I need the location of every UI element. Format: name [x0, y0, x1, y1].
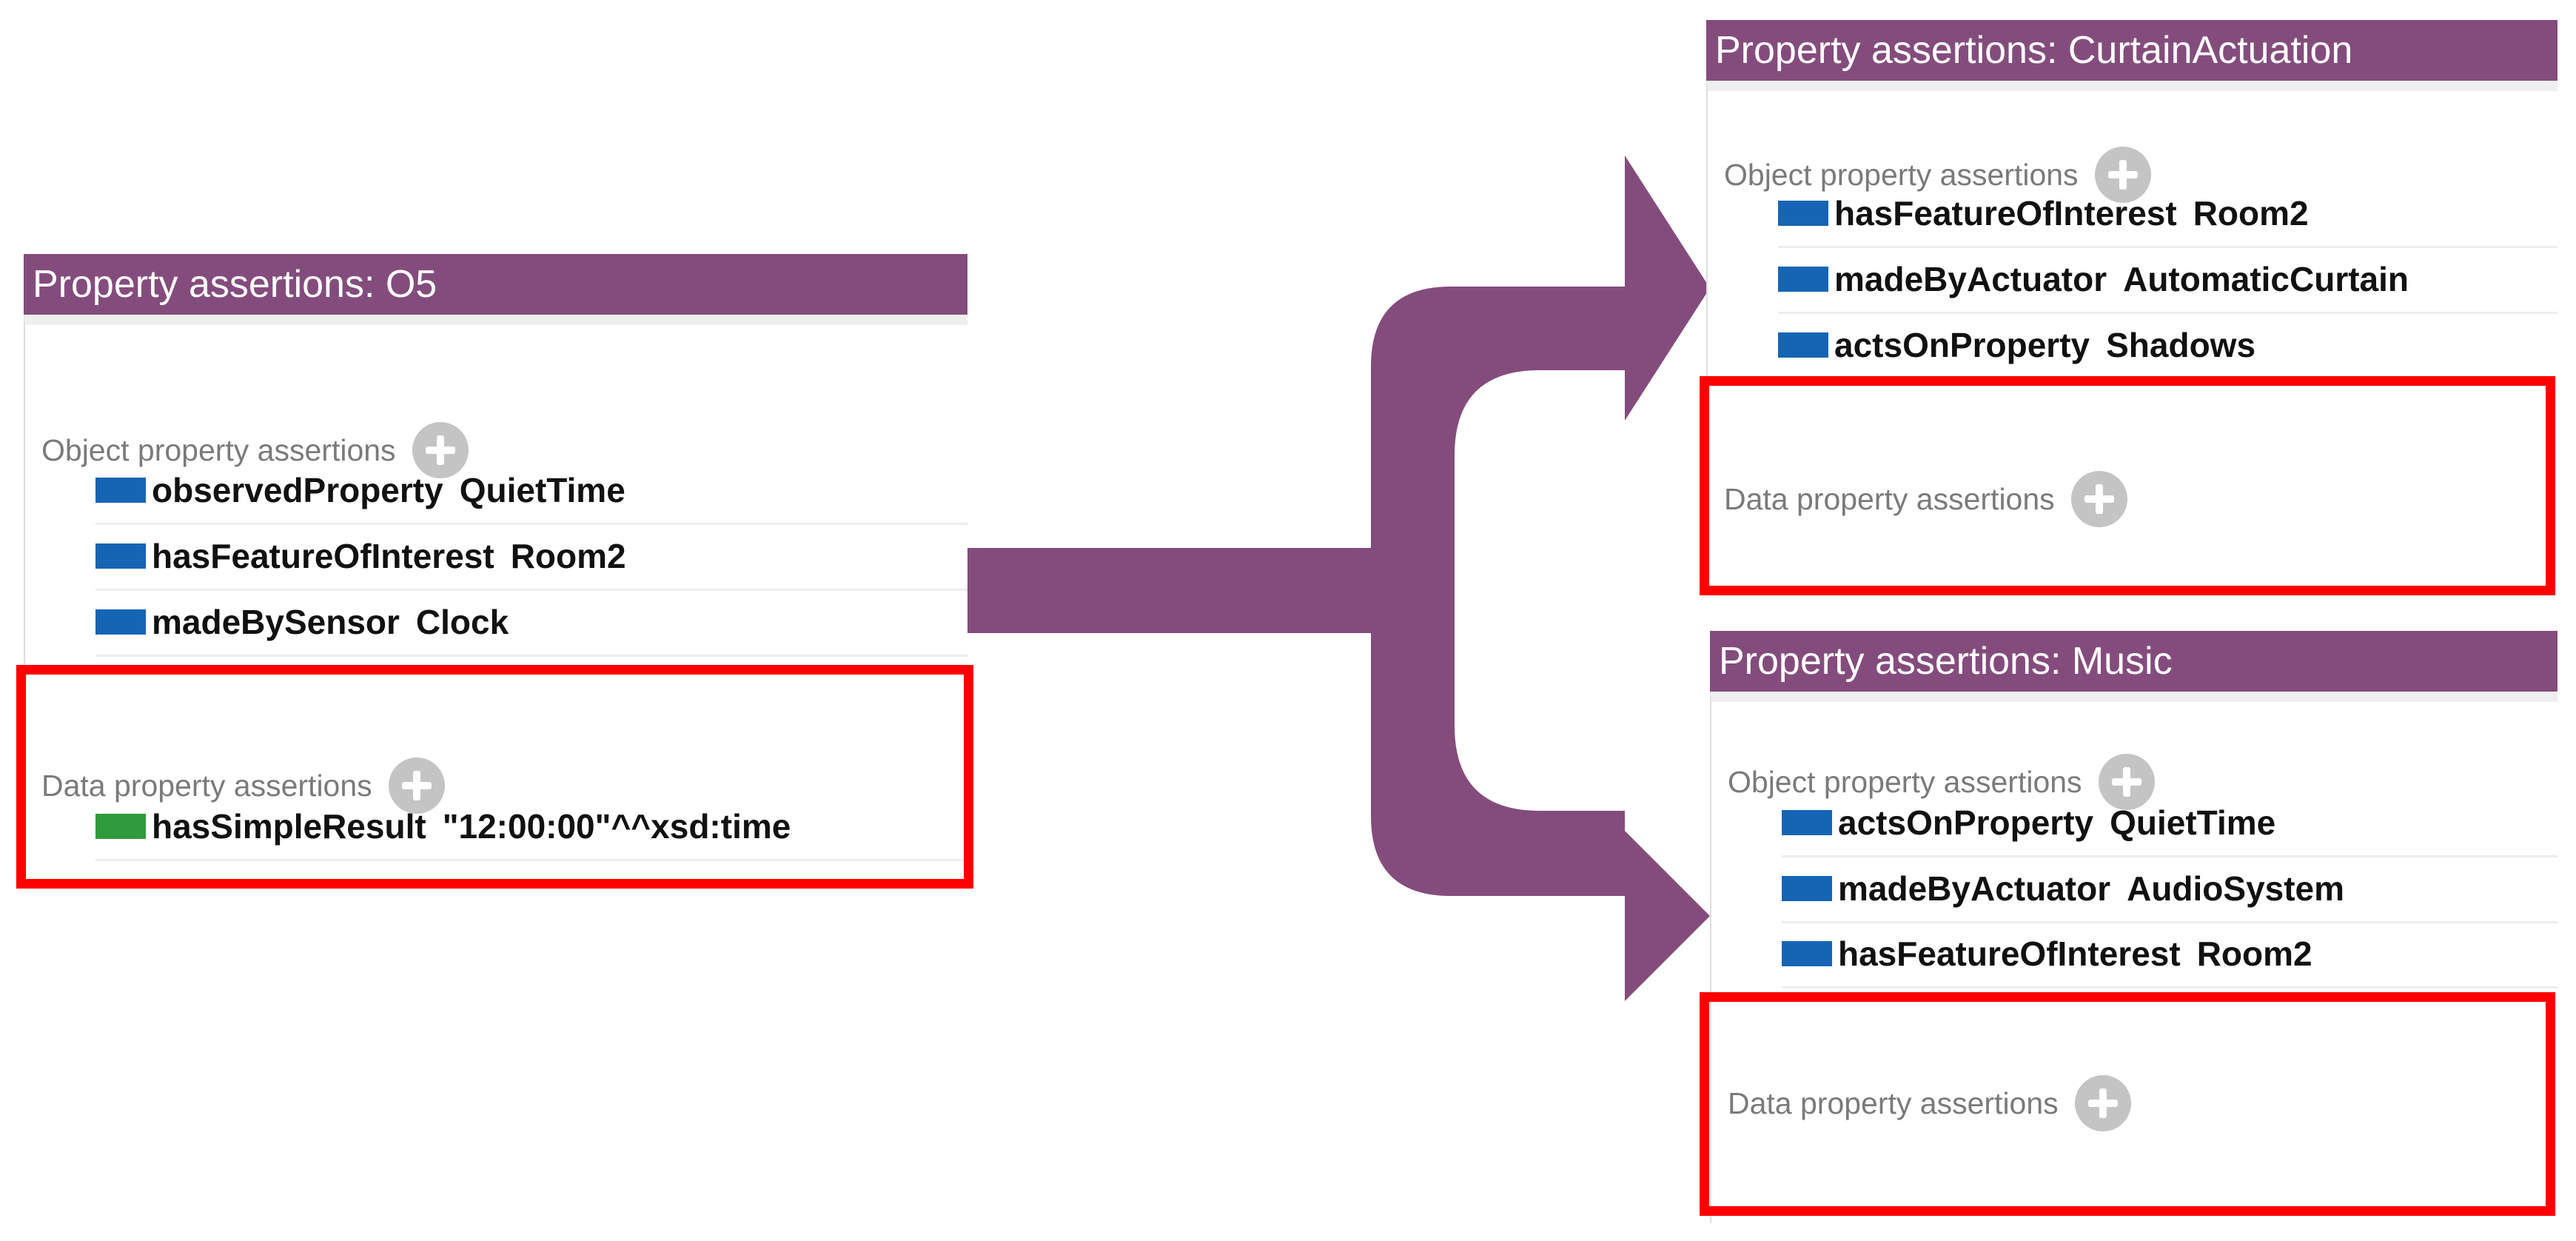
panel-body: Object property assertions observedPrope…	[24, 315, 967, 861]
property-value: AutomaticCurtain	[2123, 260, 2409, 298]
object-property-row[interactable]: madeBySensor Clock	[95, 589, 967, 657]
property-name: madeByActuator	[1834, 260, 2107, 298]
property-name: madeBySensor	[152, 603, 400, 641]
object-property-row[interactable]: actsOnProperty Shadows	[1778, 312, 2557, 378]
property-value: Room2	[2193, 194, 2309, 233]
object-property-icon	[95, 478, 146, 503]
data-property-assertions-section: Data property assertions	[1728, 1075, 2131, 1131]
property-value: Room2	[2196, 934, 2312, 973]
section-label-text: Object property assertions	[1728, 764, 2082, 799]
data-property-icon	[95, 814, 146, 839]
data-property-row[interactable]: hasSimpleResult "12:00:00"^^xsd:time	[95, 794, 967, 861]
object-property-row[interactable]: hasFeatureOfInterest Room2	[95, 524, 967, 591]
object-property-assertions-section: Object property assertions	[1728, 754, 2155, 810]
property-assertions-panel-curtain-actuation: Property assertions: CurtainActuation Ob…	[1706, 20, 2557, 583]
data-property-highlight-box	[1700, 992, 2555, 1216]
property-value: Shadows	[2106, 326, 2256, 364]
property-name: actsOnProperty	[1838, 803, 2094, 842]
property-name: hasSimpleResult	[152, 807, 426, 846]
property-value: QuietTime	[2110, 803, 2276, 842]
object-property-icon	[1782, 941, 1832, 966]
object-property-row[interactable]: hasFeatureOfInterest Room2	[1782, 921, 2557, 989]
data-property-highlight-box	[1700, 376, 2555, 595]
object-property-row[interactable]: actsOnProperty QuietTime	[1782, 790, 2557, 857]
object-property-icon	[1778, 201, 1828, 226]
section-label-text: Data property assertions	[41, 768, 372, 803]
property-name: observedProperty	[152, 471, 443, 509]
panel-body: Object property assertions actsOnPropert…	[1710, 692, 2557, 1223]
property-name: actsOnProperty	[1834, 326, 2090, 364]
data-property-assertions-section: Data property assertions	[1724, 471, 2127, 527]
object-property-row[interactable]: madeByActuator AutomaticCurtain	[1778, 247, 2557, 314]
object-property-icon	[95, 609, 146, 635]
property-name: hasFeatureOfInterest	[152, 537, 494, 575]
section-label-text: Object property assertions	[41, 432, 396, 467]
property-value: QuietTime	[459, 471, 625, 509]
property-name: hasFeatureOfInterest	[1838, 934, 2181, 973]
property-value: "12:00:00"^^xsd:time	[442, 807, 791, 846]
object-property-icon	[1778, 332, 1828, 358]
object-property-assertions-section: Object property assertions	[1724, 147, 2151, 203]
property-name: hasFeatureOfInterest	[1834, 194, 2177, 233]
object-property-assertions-section: Object property assertions	[41, 422, 469, 478]
section-label-text: Object property assertions	[1724, 157, 2079, 192]
panel-header: Property assertions: Music	[1710, 631, 2557, 692]
object-property-row[interactable]: hasFeatureOfInterest Room2	[1778, 181, 2557, 248]
property-value: AudioSystem	[2127, 869, 2345, 908]
object-property-icon	[1782, 810, 1832, 835]
add-object-property-icon[interactable]	[2094, 147, 2151, 203]
panel-body: Object property assertions hasFeatureOfI…	[1706, 81, 2557, 583]
add-data-property-icon[interactable]	[2070, 471, 2127, 527]
object-property-icon	[1782, 876, 1832, 901]
add-data-property-icon[interactable]	[2074, 1075, 2131, 1131]
add-object-property-icon[interactable]	[2098, 754, 2155, 810]
object-property-row[interactable]: observedProperty QuietTime	[95, 458, 967, 525]
property-assertions-panel-o5: Property assertions: O5 Object property …	[24, 254, 967, 861]
section-label-text: Data property assertions	[1724, 481, 2055, 516]
add-data-property-icon[interactable]	[388, 757, 445, 814]
property-assertions-panel-music: Property assertions: Music Object proper…	[1710, 631, 2557, 1223]
property-value: Clock	[415, 603, 509, 641]
arrow-shape	[966, 155, 1710, 1001]
object-property-icon	[95, 543, 146, 569]
add-object-property-icon[interactable]	[412, 422, 469, 478]
panel-header: Property assertions: CurtainActuation	[1706, 20, 2557, 81]
panel-header: Property assertions: O5	[24, 254, 967, 315]
property-value: Room2	[510, 537, 626, 575]
data-property-assertions-section: Data property assertions	[41, 757, 445, 814]
data-property-highlight-box	[16, 665, 973, 889]
property-name: madeByActuator	[1838, 869, 2111, 908]
object-property-row[interactable]: madeByActuator AudioSystem	[1782, 856, 2557, 923]
section-label-text: Data property assertions	[1728, 1086, 2059, 1120]
object-property-icon	[1778, 267, 1828, 292]
